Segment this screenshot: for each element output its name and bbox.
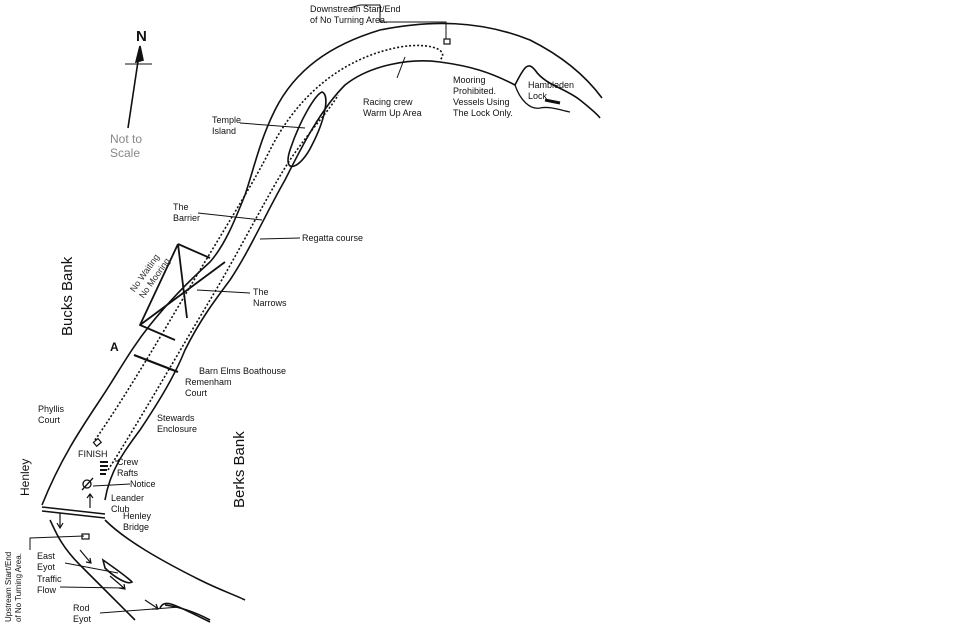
east-eyot <box>101 558 134 584</box>
course-line-left <box>94 44 444 441</box>
stewards-label: Stewards Enclosure <box>157 413 198 434</box>
east-eyot-label: East Eyot <box>37 551 56 572</box>
mooring-prohibited-label: Mooring Prohibited. Vessels Using The Lo… <box>453 75 513 118</box>
barrier-label: The Barrier <box>173 202 201 223</box>
downstream-label: Downstream Start/End of No Turning Area. <box>310 4 401 25</box>
phyllis-court-label: Phyllis Court <box>38 404 65 425</box>
finish-label: FINISH <box>78 449 108 459</box>
lock-cut <box>514 84 571 113</box>
henley-town-label: Henley <box>18 458 32 496</box>
henley-bridge-label: Henley Bridge <box>123 511 152 532</box>
upstream-label: Upstream Start/End of No Turning Area. <box>4 551 23 622</box>
traffic-flow-label: Traffic Flow <box>37 574 62 595</box>
leander-label: Leander Club <box>111 493 145 514</box>
rod-eyot-label: Rod Eyot <box>73 603 92 624</box>
scale-note: Not to Scale <box>110 132 143 160</box>
narrows-label: The Narrows <box>253 287 287 308</box>
notice-label: Notice <box>130 479 156 489</box>
henley-bridge <box>41 506 106 519</box>
hambleden-lock-label: Hambleden Lock <box>528 80 575 101</box>
bucks-bank-label: Bucks Bank <box>59 256 76 336</box>
temple-island <box>287 91 327 168</box>
barn-elms-label: Barn Elms Boathouse <box>199 366 287 376</box>
north-arrow-icon <box>125 45 152 129</box>
remenham-label: Remenham Court <box>185 377 232 398</box>
berks-bank-label: Berks Bank <box>231 431 248 508</box>
temple-island-label: Temple Island <box>212 115 242 136</box>
racing-warmup-label: Racing crew Warm Up Area <box>363 97 422 118</box>
north-label: N <box>136 28 147 45</box>
left-bank <box>41 22 603 506</box>
crew-rafts-label: Crew Rafts <box>117 457 139 478</box>
point-a-label: A <box>110 340 119 354</box>
regatta-course-label: Regatta course <box>302 233 364 243</box>
course-line-right <box>107 94 339 471</box>
